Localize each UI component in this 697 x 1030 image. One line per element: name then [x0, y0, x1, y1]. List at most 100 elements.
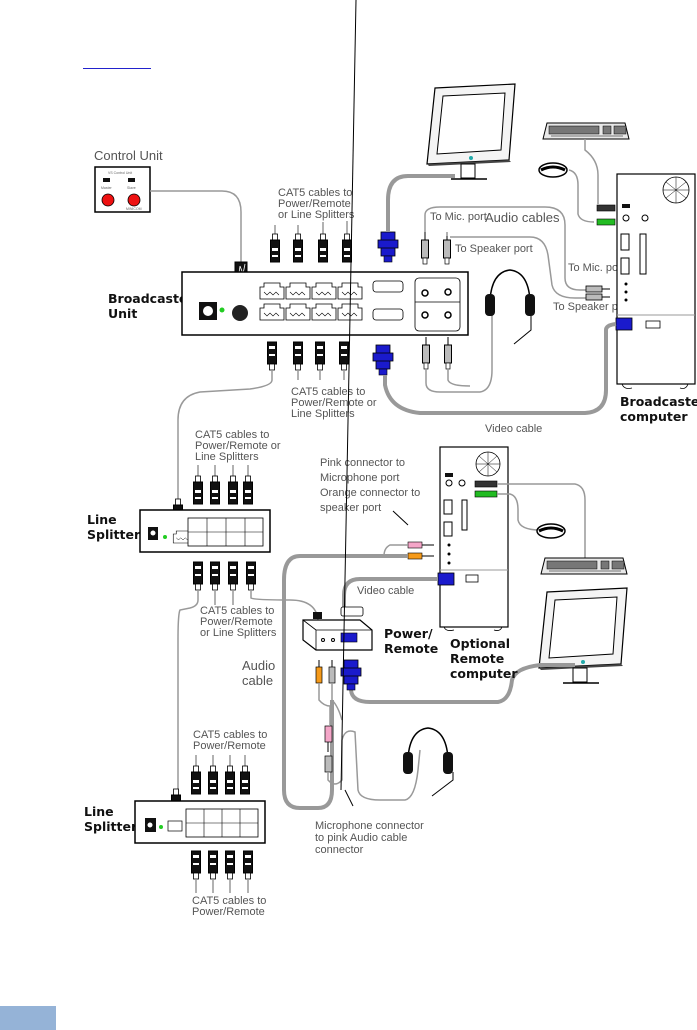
- audio-cable-label-2: cable: [242, 673, 273, 688]
- remote-computer: [437, 446, 509, 631]
- cat5-ls1-to-ls2-cable: [177, 590, 199, 800]
- header-link-underline[interactable]: [83, 68, 151, 69]
- cat5-top-label-3: or Line Splitters: [278, 209, 355, 221]
- speaker-jack-bottom: [444, 336, 452, 370]
- cat5-top-plugs: [270, 221, 352, 263]
- optional-remote-label-1: Optional: [450, 636, 510, 651]
- control-unit-panel-title: VS Control Unit: [108, 171, 132, 175]
- vga-bottom-plug: [372, 344, 394, 376]
- cat5-mid-plugs: [267, 341, 349, 380]
- broadcaster-computer: [615, 173, 696, 389]
- audio-cables-label: Audio cables: [485, 210, 560, 225]
- page-footer-tab: [0, 1006, 56, 1030]
- cat5-ls1-bottom-label-2: Power/Remote: [200, 616, 273, 628]
- power-remote-label-2: Remote: [384, 641, 438, 656]
- remote-headset: [402, 727, 454, 775]
- audio-cable-pink-branch: [383, 544, 408, 557]
- pink-orange-label-3: Orange connector to: [320, 487, 420, 499]
- mic-jack-bottom: [422, 336, 430, 370]
- mouse-cable: [568, 169, 595, 223]
- power-remote-label-1: Power/: [384, 626, 433, 641]
- remote-headset-cable: [327, 730, 421, 801]
- remote-keyboard: [540, 557, 628, 575]
- cat5-ls2-top-plugs: [171, 755, 250, 818]
- mic-jack-top: [421, 231, 429, 265]
- speaker-jack-top: [443, 231, 451, 265]
- slave-button: [127, 193, 141, 207]
- optional-remote-label-3: computer: [450, 666, 518, 681]
- line-splitter-2-label-b: Splitter: [84, 819, 138, 834]
- broadcaster-audio-plugs: [585, 285, 610, 301]
- cat5-ls1-to-power-remote-cable: [250, 590, 319, 621]
- remote-headset-mic: [431, 772, 454, 797]
- control-unit-device: VS Control Unit Master Slave MINICOM: [94, 166, 151, 213]
- control-unit-label: Control Unit: [94, 148, 163, 163]
- control-unit-brand: MINICOM: [126, 207, 142, 211]
- cat5-broadcaster-to-ls1-cable: [177, 370, 273, 500]
- audio-cable-label-1: Audio: [242, 658, 275, 673]
- pink-orange-label-4: speaker port: [320, 502, 381, 514]
- line-splitter-1-device: [139, 509, 271, 553]
- broadcaster-keyboard: [542, 122, 630, 140]
- mic-connector-arrow: [344, 789, 354, 807]
- line-splitter-2-label-a: Line: [84, 804, 114, 819]
- line-splitter-2-device: [134, 800, 266, 844]
- vga-top-plug: [377, 231, 399, 263]
- broadcaster-video-cable: [383, 322, 617, 415]
- remote-audio-plugs: [407, 541, 434, 560]
- remote-monitor-cable: [349, 660, 575, 704]
- power-remote-bottom-plugs: [315, 659, 362, 691]
- mic-conn-label-2: to pink Audio cable: [315, 832, 407, 844]
- cat5-ls1-top-label-3: Line Splitters: [195, 451, 259, 463]
- broadcaster-headset-mic: [513, 316, 532, 345]
- headset-cable-2: [447, 369, 471, 387]
- line-splitter-1-label-b: Splitter: [87, 527, 141, 542]
- remote-mouse: [535, 522, 567, 540]
- pink-orange-label-2: Microphone port: [320, 472, 400, 484]
- power-remote-device: [302, 606, 373, 651]
- cat5-mid-label-3: Line Splitters: [291, 408, 355, 420]
- pink-orange-arrow: [392, 510, 409, 526]
- cat5-ls1-bottom-label-1: CAT5 cables to: [200, 605, 274, 617]
- to-mic-port-top-label: To Mic. port: [430, 211, 487, 223]
- to-speaker-port-right-label: To Speaker port: [553, 301, 631, 313]
- remote-keyboard-cable: [497, 483, 586, 558]
- mic-conn-label-1: Microphone connector: [315, 820, 424, 832]
- broadcaster-unit-label-1: Broadcaster: [108, 291, 194, 306]
- mic-conn-label-3: connector: [315, 844, 364, 856]
- control-cable: [150, 190, 242, 262]
- cat5-ls1-top-label-2: Power/Remote or: [195, 440, 281, 452]
- orange-audio-cable: [318, 683, 331, 725]
- cat5-ls1-bottom-label-3: or Line Splitters: [200, 627, 277, 639]
- cat5-ls2-top-label-2: Power/Remote: [193, 740, 266, 752]
- speaker-audio-cable: [450, 236, 598, 299]
- cat5-top-label-2: Power/Remote: [278, 198, 351, 210]
- pink-orange-label-1: Pink connector to: [320, 457, 405, 469]
- broadcaster-computer-label-1: Broadcaster: [620, 394, 697, 409]
- to-mic-port-right-label: To Mic. port: [568, 262, 625, 274]
- remote-monitor: [538, 587, 628, 684]
- cat5-ls1-bottom-plugs: [193, 561, 256, 605]
- control-unit-slave: Slave: [127, 186, 136, 190]
- keyboard-cable: [584, 139, 599, 204]
- cat5-top-label-1: CAT5 cables to: [278, 187, 352, 199]
- headset-cable-1: [425, 310, 493, 393]
- cat5-ls2-top-label-1: CAT5 cables to: [193, 729, 267, 741]
- to-speaker-port-top-label: To Speaker port: [455, 243, 533, 255]
- cat5-mid-label-2: Power/Remote or: [291, 397, 377, 409]
- audio-cable-remote: [282, 554, 408, 810]
- line-splitter-1-label-a: Line: [87, 512, 117, 527]
- remote-mouse-cable: [497, 493, 541, 531]
- broadcaster-mouse: [537, 161, 569, 179]
- grey-audio-cable: [331, 683, 343, 721]
- power-led: [219, 307, 225, 313]
- cat5-ls1-top-plugs: [173, 465, 253, 528]
- video-cable-label-1: Video cable: [485, 423, 542, 435]
- optional-remote-label-2: Remote: [450, 651, 504, 666]
- video-cable-label-2: Video cable: [357, 585, 414, 597]
- cat5-mid-label-1: CAT5 cables to: [291, 386, 365, 398]
- broadcaster-monitor: [426, 83, 516, 180]
- broadcaster-computer-label-2: computer: [620, 409, 688, 424]
- mic-audio-cable: [424, 206, 598, 291]
